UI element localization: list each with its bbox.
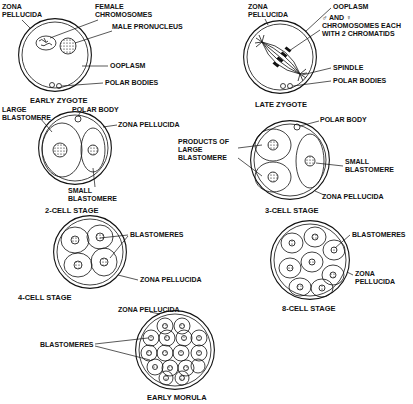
stage-caption: 8-CELL STAGE	[282, 304, 335, 313]
embryo-circle: EARLY MORULA	[135, 310, 215, 390]
zona-outline	[38, 111, 112, 185]
cell-contents	[36, 35, 345, 385]
part-label: ZONA PELLUCIDA	[140, 276, 202, 284]
part-label: ZONA PELLUCIDA	[248, 3, 296, 19]
zona-ring	[247, 24, 313, 90]
zona-ring	[251, 121, 330, 200]
embryo-circle: 4-CELL STAGE	[53, 215, 127, 289]
part-label: ZONA PELLUCIDA	[118, 306, 180, 314]
zona-ring	[19, 19, 92, 92]
part-label: LARGE BLASTOMERE	[2, 106, 58, 122]
embryo-circle: 2-CELL STAGE	[38, 111, 112, 185]
part-label: BLASTOMERES	[352, 231, 406, 239]
part-label: SMALL BLASTOMERE	[345, 158, 401, 174]
part-label: FEMALE CHROMOSOMES	[95, 3, 157, 19]
part-label: SPINDLE	[333, 64, 363, 72]
zona-ring	[54, 216, 127, 289]
zona-ring	[244, 21, 317, 94]
zona-outline	[53, 215, 127, 289]
zona-ring	[274, 224, 346, 296]
part-label: POLAR BODY	[320, 116, 367, 124]
part-label: POLAR BODY	[72, 106, 119, 114]
part-label: BLASTOMERES	[40, 341, 94, 349]
part-label: OOPLASM	[333, 3, 368, 11]
stage-caption: EARLY MORULA	[147, 393, 207, 402]
embryo-circle: LATE ZYGOTE	[243, 20, 317, 94]
zona-ring	[139, 314, 211, 386]
embryo-circle: EARLY ZYGOTE	[18, 18, 92, 92]
embryo-circle: 3-CELL STAGE	[250, 120, 330, 200]
zona-ring	[271, 221, 350, 300]
zona-ring	[22, 22, 88, 88]
zona-ring	[136, 311, 215, 390]
zona-outline	[243, 20, 317, 94]
stage-caption: 3-CELL STAGE	[265, 206, 318, 215]
zona-outline	[135, 310, 215, 390]
stage-caption: 2-CELL STAGE	[45, 206, 98, 215]
leader-lines	[22, 8, 353, 360]
part-label: BLASTOMERES	[130, 231, 184, 239]
zona-ring	[42, 115, 108, 181]
part-label: ZONA PELLUCIDA	[2, 3, 50, 19]
part-label: MALE PRONUCLEUS	[112, 23, 183, 31]
zona-outline	[270, 220, 350, 300]
stage-caption: EARLY ZYGOTE	[30, 96, 88, 105]
embryo-circle: 8-CELL STAGE	[270, 220, 350, 300]
part-label: ♂ AND ♀ CHROMOSOMES EACH WITH 2 CHROMATI…	[322, 14, 404, 38]
stage-caption: LATE ZYGOTE	[255, 100, 307, 109]
stage-caption: 4-CELL STAGE	[18, 293, 71, 302]
part-label: POLAR BODIES	[105, 79, 158, 87]
zona-ring	[39, 112, 112, 185]
zona-outline	[250, 120, 330, 200]
part-label: PRODUCTS OF LARGE BLASTOMERE	[178, 138, 238, 162]
zona-outline	[18, 18, 92, 92]
zona-ring	[254, 124, 326, 196]
part-label: POLAR BODIES	[333, 77, 386, 85]
part-label: ZONA PELLUCIDA	[118, 121, 180, 129]
part-label: ZONA PELLUCIDA	[322, 193, 384, 201]
zona-ring	[57, 219, 123, 285]
part-label: OOPLASM	[110, 62, 145, 70]
part-label: SMALL BLASTOMERE	[68, 187, 124, 203]
part-label: ZONA PELLUCIDA	[355, 270, 405, 286]
